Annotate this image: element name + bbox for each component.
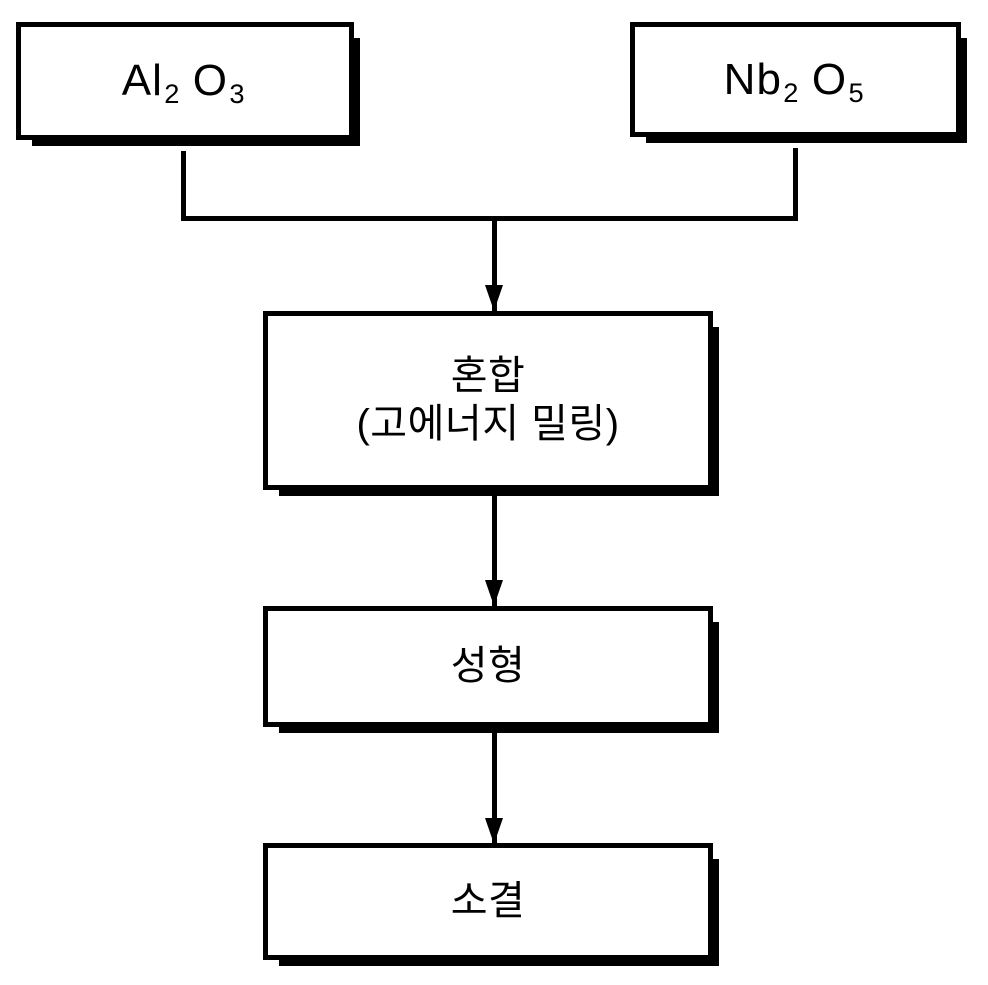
node-forming[interactable]: 성형 bbox=[263, 606, 719, 733]
arrowhead-merge-to-mixing bbox=[485, 285, 503, 311]
edge-merge-bar bbox=[181, 216, 798, 221]
edge-alumina-to-merge bbox=[181, 151, 186, 221]
box-shadow-right bbox=[708, 859, 719, 966]
box-shadow-bottom bbox=[279, 722, 719, 733]
node-sintering[interactable]: 소결 bbox=[263, 843, 719, 966]
node-label-mixing: 혼합 (고에너지 밀링) bbox=[356, 354, 620, 446]
node-mixing[interactable]: 혼합 (고에너지 밀링) bbox=[263, 311, 719, 496]
arrowhead-forming-to-sintering bbox=[485, 818, 503, 844]
arrowhead-mixing-to-forming bbox=[485, 580, 503, 606]
node-label-forming: 성형 bbox=[450, 643, 526, 688]
box-shadow-right bbox=[708, 622, 719, 733]
box-shadow-bottom bbox=[279, 485, 719, 496]
box-shadow-bottom bbox=[32, 135, 360, 146]
edge-forming-to-sintering bbox=[492, 727, 497, 845]
box-shadow-right bbox=[708, 327, 719, 496]
edge-mixing-to-forming bbox=[492, 490, 497, 606]
box-shadow-bottom bbox=[646, 132, 967, 143]
box-shadow-right bbox=[956, 38, 967, 143]
edge-merge-to-mixing bbox=[492, 216, 497, 311]
edge-niobium-oxide-to-merge bbox=[793, 148, 798, 221]
box-shadow-right bbox=[349, 38, 360, 146]
box-shadow-bottom bbox=[279, 955, 719, 966]
node-label-sintering: 소결 bbox=[450, 878, 526, 923]
